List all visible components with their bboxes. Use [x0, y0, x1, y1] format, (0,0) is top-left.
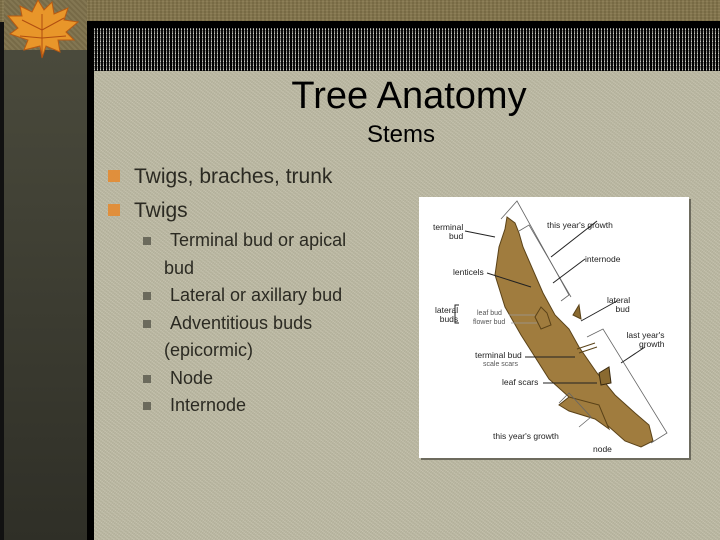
sub-bullet-item: Adventitious buds (epicormic) — [138, 310, 388, 365]
sub-bullet-text-continued: (epicormic) — [164, 340, 254, 360]
bullet-text: Twigs — [134, 199, 188, 222]
twig-anatomy-diagram: terminal bud this year's growth internod… — [419, 197, 689, 458]
left-dark-panel — [4, 50, 87, 540]
label-internode: internode — [585, 254, 621, 264]
label-lateral-bud: lateral bud — [607, 296, 630, 314]
slide-header-texture — [94, 28, 720, 71]
bullet-list: Twigs, braches, trunk Twigs — [106, 160, 406, 228]
title-text: Tree Anatomy — [291, 75, 527, 117]
maple-leaf-icon — [6, 0, 80, 59]
label-line: bud — [449, 231, 464, 241]
label-terminal-bud-scale-scars: terminal bud scale scars — [475, 351, 522, 369]
label-line: lateral — [607, 295, 631, 305]
label-lateral-buds: lateral buds — [435, 306, 458, 324]
gray-square-bullet-icon — [143, 402, 151, 410]
sub-bullet-item: Node — [138, 365, 388, 393]
label-flower-bud: flower bud — [473, 319, 506, 326]
gray-square-bullet-icon — [143, 374, 151, 383]
top-texture-strip — [0, 0, 720, 22]
bullet-item: Twigs, braches, trunk — [106, 160, 406, 194]
bullet-text: Twigs, braches, trunk — [134, 165, 333, 188]
label-line: lateral — [435, 305, 459, 315]
sub-bullet-item: Internode — [138, 392, 388, 420]
label-leaf-bud: leaf bud — [477, 310, 502, 317]
label-this-years-growth-bottom: this year's growth — [493, 431, 559, 441]
label-lenticels: lenticels — [453, 267, 484, 277]
label-terminal-bud: terminal bud — [433, 223, 463, 241]
label-line: bud — [615, 304, 630, 314]
sub-bullet-item: Terminal bud or apical bud — [138, 227, 388, 282]
sub-bullet-text: Internode — [170, 395, 247, 415]
gray-square-bullet-icon — [143, 237, 151, 245]
label-line: terminal bud — [475, 350, 522, 360]
orange-square-bullet-icon — [108, 170, 120, 182]
label-this-years-growth-top: this year's growth — [547, 220, 613, 230]
label-leaf-scars: leaf scars — [502, 377, 539, 387]
label-line: growth — [639, 339, 665, 349]
page-subtitle: Stems — [367, 121, 436, 148]
sub-bullet-list: Terminal bud or apical bud Lateral or ax… — [138, 227, 388, 420]
gray-square-bullet-icon — [143, 292, 151, 300]
sub-bullet-text: Node — [170, 367, 214, 388]
label-node: node — [593, 444, 612, 454]
label-line: buds — [439, 314, 459, 324]
label-line: terminal — [433, 222, 464, 232]
left-edge — [0, 0, 4, 540]
label-line: scale scars — [483, 361, 519, 368]
bullet-item: Twigs — [106, 194, 406, 228]
gray-square-bullet-icon — [143, 319, 151, 328]
sub-bullet-text-continued: bud — [164, 257, 195, 278]
orange-square-bullet-icon — [108, 204, 120, 216]
sub-bullet-text: Terminal bud or apical — [170, 230, 347, 250]
sub-bullet-text: Adventitious buds — [170, 312, 313, 333]
label-line: last year's — [626, 330, 665, 340]
page-title: Tree Anatomy — [0, 73, 720, 119]
sub-bullet-text: Lateral or axillary bud — [170, 285, 343, 305]
twig-illustration — [454, 200, 668, 448]
sub-bullet-item: Lateral or axillary bud — [138, 282, 388, 310]
label-last-years-growth: last year's growth — [625, 331, 665, 349]
